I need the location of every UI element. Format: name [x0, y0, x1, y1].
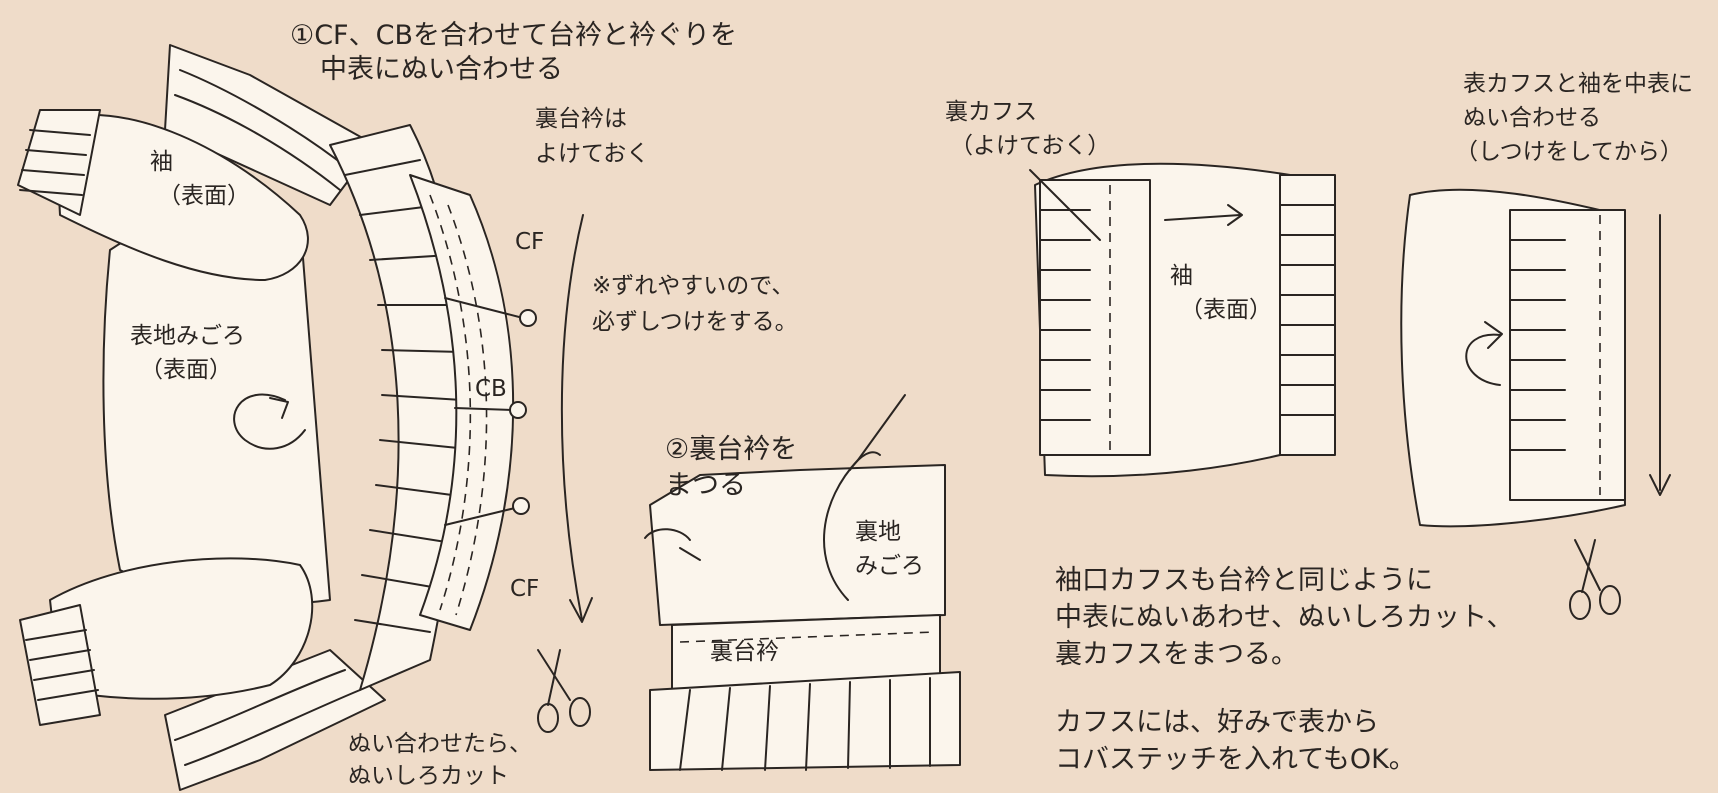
front-body-illustration	[17, 44, 593, 791]
outer-cuff-note-1: 表カフスと袖を中表に	[1463, 71, 1693, 97]
body-front-label: 表地みごろ	[130, 323, 245, 349]
inner-collar-note-1: 裏台衿は	[535, 106, 627, 132]
stand-collar	[409, 174, 515, 631]
inner-collar-note-2: よけておく	[535, 141, 650, 167]
step2-title-line1: ②裏台衿を	[665, 434, 798, 465]
lining-frill	[649, 671, 961, 771]
step1-title-line2: 中表にぬい合わせる	[320, 54, 563, 85]
cb-label: CB	[475, 376, 507, 402]
lining-body-label-1: 裏地	[855, 519, 901, 545]
seam-direction-arrow	[560, 214, 584, 621]
scissors-icon	[537, 649, 591, 733]
outer-cuff-strip	[1509, 209, 1626, 501]
lace-trim-bottom	[164, 649, 386, 791]
cuff-top	[17, 109, 101, 216]
cuff-note-4: カフスには、好みで表から	[1055, 707, 1379, 738]
pins	[444, 297, 537, 526]
cuff-note-5: コバステッチを入れてもOK。	[1055, 744, 1416, 775]
inner-collar-label: 裏台衿	[710, 639, 779, 665]
sleeve-face-label: （表面）	[158, 183, 250, 209]
lining-illustration	[644, 394, 961, 771]
scissors-icon-cuff	[1569, 539, 1621, 620]
outer-cuff-note-3: （しつけをしてから）	[1455, 139, 1683, 165]
inner-cuff-label-1: 裏カフス	[945, 99, 1037, 125]
step2-title-line2: まつる	[665, 470, 746, 501]
inner-cuff-strip	[1039, 179, 1151, 456]
cuff-inner-illustration	[1029, 162, 1336, 478]
cuff-outer-illustration	[1400, 188, 1671, 620]
step1-title-line1: ①CF、CBを合わせて台衿と衿ぐりを	[290, 20, 737, 51]
shift-note-2: 必ずしつけをする。	[592, 309, 798, 335]
after-sew-note-2: ぬいしろカット	[348, 763, 509, 789]
cuff-pleats	[1279, 174, 1336, 456]
sleeve-bottom	[49, 557, 314, 700]
cf-top-label: CF	[515, 229, 545, 255]
sleeve-label: 袖	[150, 149, 173, 175]
cuff-bottom	[19, 604, 101, 726]
shift-note-1: ※ずれやすいので、	[592, 273, 795, 299]
inner-cuff-label-2: （よけておく）	[950, 133, 1111, 159]
lining-body-label-2: みごろ	[855, 553, 924, 579]
cuff-note-3: 裏カフスをまつる。	[1055, 639, 1298, 670]
cuff-note-2: 中表にぬいあわせ、ぬいしろカット、	[1055, 602, 1514, 633]
cuff-note-1: 袖口カフスも台衿と同じように	[1055, 565, 1433, 596]
sleeve-top	[54, 113, 309, 281]
lining-bodice	[649, 464, 946, 626]
outer-cuff-note-2: ぬい合わせる	[1463, 105, 1601, 131]
body-front-face-label: （表面）	[140, 357, 232, 383]
after-sew-note-1: ぬい合わせたら、	[348, 731, 532, 757]
cf-bottom-label: CF	[510, 576, 540, 602]
cuff-sleeve-face-label: （表面）	[1180, 297, 1272, 323]
cuff-sleeve-label: 袖	[1170, 263, 1193, 289]
